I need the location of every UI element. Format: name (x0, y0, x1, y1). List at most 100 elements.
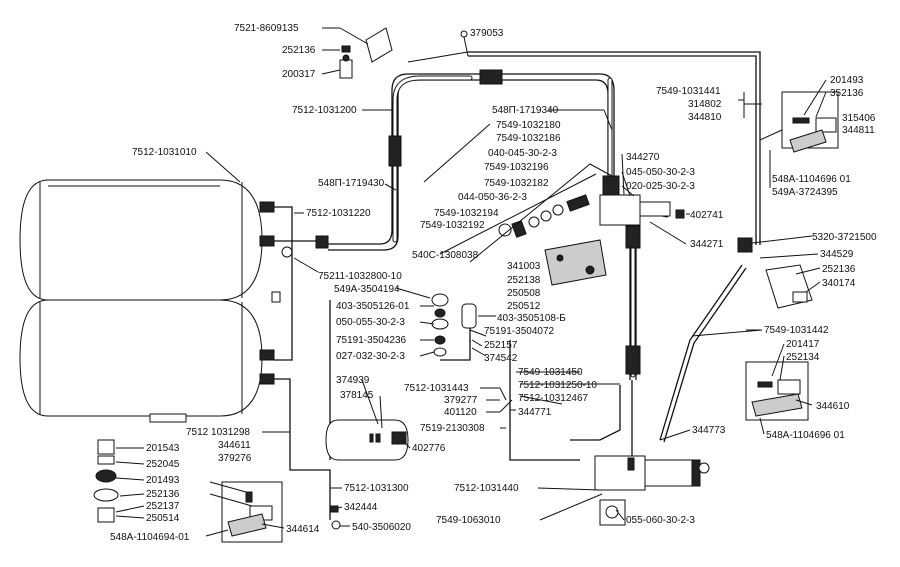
tank-drain-bracket (149, 413, 187, 423)
brake-chamber (594, 455, 710, 526)
label-548a-1104696-b: 548А-1104696 01 (766, 430, 845, 441)
label-027-032: 027-032-30-2-3 (336, 351, 405, 362)
label-344773: 344773 (692, 425, 726, 436)
label-7512-1031220: 7512-1031220 (306, 208, 371, 219)
label-252138: 252138 (507, 275, 541, 286)
label-252136-c: 252136 (146, 489, 180, 500)
label-75191-3504072: 75191-3504072 (484, 326, 555, 337)
label-7512-1031440: 7512-1031440 (454, 483, 519, 494)
label-7512-1031010: 7512-1031010 (132, 147, 197, 158)
label-7521-8609135: 7521-8609135 (234, 23, 299, 34)
label-401120: 401120 (444, 407, 477, 418)
label-341003: 341003 (507, 261, 541, 272)
label-7549-1031441: 7549-1031441 (656, 86, 721, 97)
label-201493-b: 201493 (146, 475, 180, 486)
label-7549-1063010: 7549-1063010 (436, 515, 501, 526)
drain-components (93, 439, 119, 523)
lower-air-tank (19, 299, 263, 417)
label-379053: 379053 (470, 28, 504, 39)
label-7549-1032186: 7549-1032186 (496, 133, 561, 144)
label-7549-1032182: 7549-1032182 (484, 178, 549, 189)
label-055-060: 055-060-30-2-3 (626, 515, 695, 526)
bracket-upper-right (759, 91, 839, 153)
label-201543: 201543 (146, 443, 180, 454)
label-252136-a: 252136 (282, 45, 316, 56)
label-7512-1031298: 7512 1031298 (186, 427, 250, 438)
label-250514: 250514 (146, 513, 180, 524)
label-374542: 374542 (484, 353, 518, 364)
label-548a-1104696-a: 548А-1104696 01 (772, 174, 851, 185)
label-403-3505126: 403-3505126-01 (336, 301, 410, 312)
label-344611: 344611 (218, 440, 251, 451)
pipes (274, 51, 761, 520)
label-252136-b: 252136 (822, 264, 856, 275)
valve-540-3506020 (331, 520, 341, 530)
label-75191-3504236: 75191-3504236 (336, 335, 407, 346)
label-7549-1032196: 7549-1032196 (484, 162, 549, 173)
leader-lines (115, 27, 827, 537)
tee-fitting (599, 194, 671, 226)
label-315406: 315406 (842, 113, 876, 124)
label-020-025: 020-025-30-2-3 (626, 181, 695, 192)
label-344610: 344610 (816, 401, 850, 412)
label-044-050: 044-050-36-2-3 (458, 192, 527, 203)
label-7549-1032180: 7549-1032180 (496, 120, 561, 131)
label-402741: 402741 (690, 210, 724, 221)
label-342444: 342444 (344, 502, 378, 513)
label-250512: 250512 (507, 301, 541, 312)
hose-fittings (388, 30, 685, 375)
label-379276: 379276 (218, 453, 252, 464)
fitting-342444 (329, 505, 339, 513)
upper-air-tank (19, 179, 263, 301)
label-344270: 344270 (626, 152, 660, 163)
label-352136: 352136 (830, 88, 864, 99)
label-250508: 250508 (507, 288, 541, 299)
label-252045: 252045 (146, 459, 180, 470)
label-201417: 201417 (786, 339, 820, 350)
label-252157: 252157 (484, 340, 518, 351)
label-340174: 340174 (822, 278, 856, 289)
label-7512-1031250: 7512-1031250-10 (518, 380, 597, 391)
clamp-plate (544, 239, 607, 286)
label-7549-1032192: 7549-1032192 (420, 220, 485, 231)
label-344771: 344771 (518, 407, 552, 418)
label-7549-1032194: 7549-1032194 (434, 208, 499, 219)
label-040-045: 040-045-30-2-3 (488, 148, 557, 159)
brake-valve-parts (431, 293, 477, 357)
label-374939: 374939 (336, 375, 370, 386)
label-378145: 378145 (340, 390, 374, 401)
label-200317: 200317 (282, 69, 316, 80)
label-201493-a: 201493 (830, 75, 864, 86)
label-7549-1031450: 7549-1031450 (518, 367, 583, 378)
label-549a-3504194: 549А-3504194 (334, 284, 400, 295)
label-402776: 402776 (412, 443, 446, 454)
pressure-switch-bracket (737, 237, 813, 309)
label-344810: 344810 (688, 112, 722, 123)
label-045-050: 045-050-30-2-3 (626, 167, 695, 178)
label-548p-1719430: 548П-1719430 (318, 178, 385, 189)
label-548a-1104694: 548А-1104694-01 (110, 532, 190, 543)
label-314802: 314802 (688, 99, 722, 110)
tank-fittings (259, 201, 329, 385)
label-403-3505108: 403-3505108-Б (497, 313, 566, 324)
label-75211-1032800: 75211-1032800-10 (318, 271, 402, 282)
small-reservoir (325, 419, 409, 461)
label-7512-1031200: 7512-1031200 (292, 105, 357, 116)
label-540-3506020: 540-3506020 (352, 522, 411, 533)
label-252137: 252137 (146, 501, 180, 512)
label-548p-1719340: 548П-1719340 (492, 105, 559, 116)
top-left-hardware (339, 27, 393, 79)
label-344811-a: 344811 (842, 125, 875, 136)
bracket-bottom-left (221, 481, 283, 543)
label-379277: 379277 (444, 395, 478, 406)
label-344614: 344614 (286, 524, 320, 535)
bracket-lower-right (745, 361, 809, 421)
label-7512-1031300: 7512-1031300 (344, 483, 409, 494)
label-050-055: 050-055-30-2-3 (336, 317, 405, 328)
label-344271: 344271 (690, 239, 724, 250)
part-labels: 7521-8609135 252136 200317 379053 7512-1… (110, 23, 877, 543)
label-540c-1308038: 540С-1308038 (412, 250, 479, 261)
label-252134: 252134 (786, 352, 820, 363)
